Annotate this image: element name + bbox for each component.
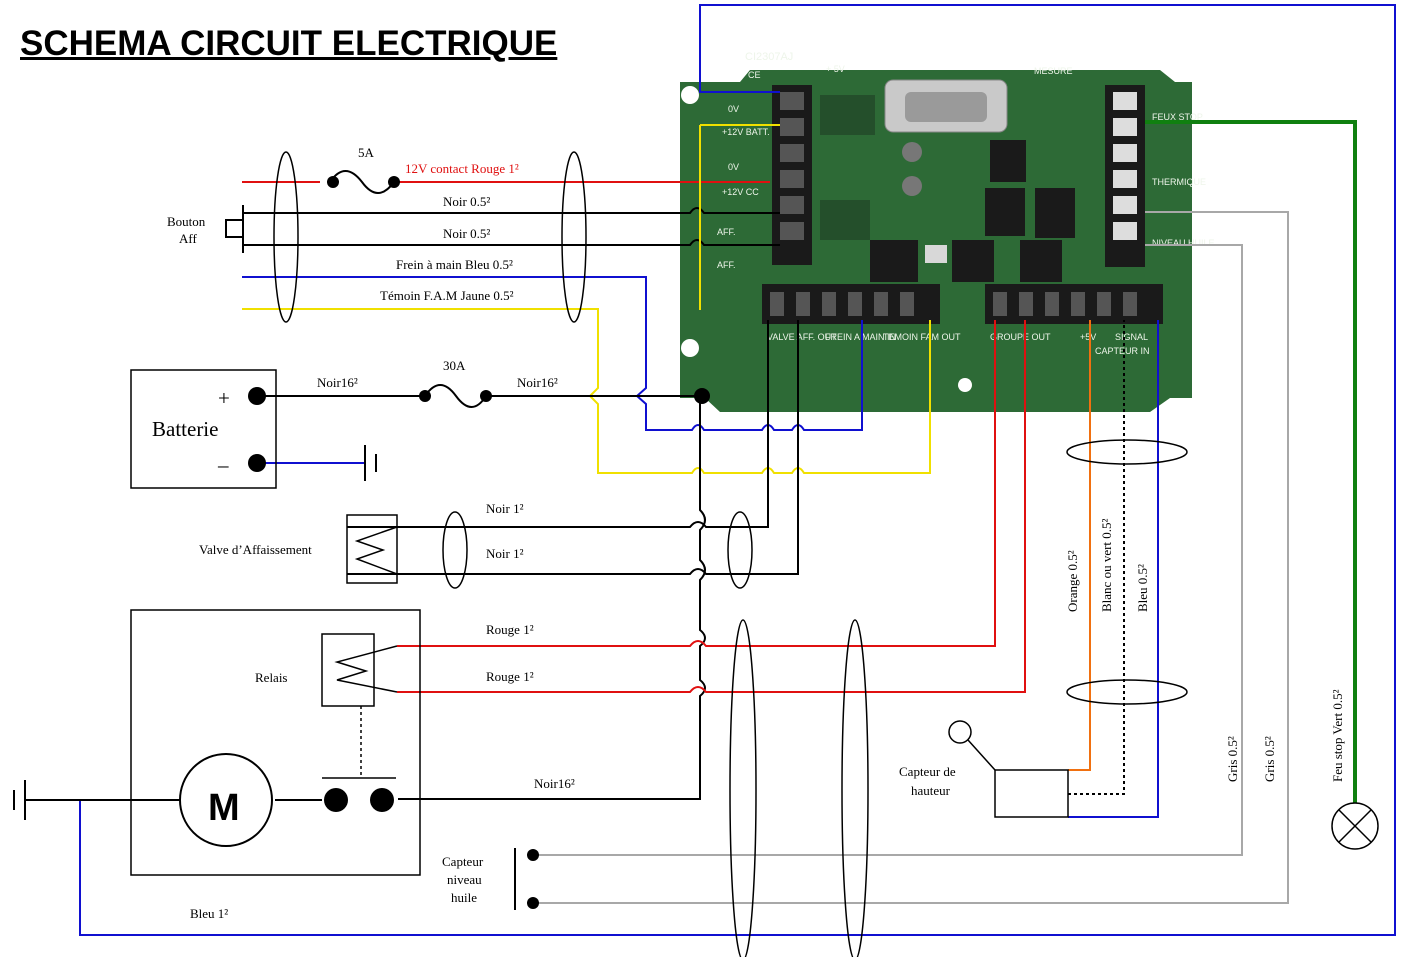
bundle-center-top [561, 151, 587, 323]
bleu1-label: Bleu 1² [190, 906, 228, 921]
fuse-30a [424, 384, 487, 408]
orange-sensor-wire [1068, 320, 1091, 771]
capteur-niveau-label-2: niveau [447, 872, 482, 887]
bundle-valve-right [727, 511, 753, 589]
page-title: SCHEMA CIRCUIT ELECTRIQUE [20, 24, 558, 63]
board-left-label-12v-batt: +12V BATT. [722, 127, 770, 137]
board-right-label-niveau-huile: NIVEAU HUILE [1152, 238, 1215, 248]
board-model-label: CI2307AJ [745, 51, 793, 63]
bouton-label-line2: Aff [179, 231, 197, 246]
fuse-5a-label: 5A [358, 145, 375, 160]
red-relais-wire-b [397, 320, 1026, 693]
capteur-hauteur-label-1: Capteur de [899, 764, 956, 779]
capteur-niveau-label-1: Capteur [442, 854, 484, 869]
bundle-bottom-left [729, 619, 757, 957]
valve-label: Valve d’Affaissement [199, 542, 312, 557]
control-board: CI2307AJ CE + 5V MESURE 0V +12V BATT. 0V… [680, 51, 1236, 412]
green-stop-wire [1145, 120, 1357, 810]
feu-stop-lamp [1331, 802, 1379, 850]
ground-symbol-motor [13, 780, 26, 820]
blue-top-frame-wire [79, 4, 1396, 936]
bouton-aff-switch [225, 205, 244, 253]
blanc-vert-wire-label: Blanc ou vert 0.5² [1099, 518, 1114, 612]
board-right-label-thermique: THERMIQUE [1152, 177, 1206, 187]
black-main-trunk [398, 396, 706, 800]
blue-sensor-wire [1068, 320, 1159, 818]
black-noir05-wire-a [242, 207, 780, 214]
board-bottom-label-frein: FREIN A MAIN IN [825, 332, 896, 342]
board-left-label-12v-cc: +12V CC [722, 187, 759, 197]
noir05-label-b: Noir 0.5² [443, 226, 490, 241]
bundle-bottom-right [841, 619, 869, 957]
board-ce-label: CE [748, 70, 761, 80]
black-noir05-wire-b [242, 239, 780, 246]
noir16-label-a: Noir16² [317, 375, 358, 390]
board-bottom-label-temoin: TEMOIN FAM OUT [883, 332, 961, 342]
board-left-label-aff-a: AFF. [717, 227, 736, 237]
noir16-label-b: Noir16² [517, 375, 558, 390]
board-bottom-label-5v: +5V [1080, 332, 1096, 342]
noir05-label-a: Noir 0.5² [443, 194, 490, 209]
motor-symbol [179, 753, 273, 847]
grey-oil-wire-b [533, 211, 1289, 904]
board-5v-label: + 5V [826, 64, 845, 74]
black-valve-wire-a [347, 320, 769, 528]
temoin-label: Témoin F.A.M Jaune 0.5² [380, 288, 514, 303]
bundle-sensor-bottom [1066, 679, 1188, 705]
junction-dot [694, 388, 710, 404]
relais-label: Relais [255, 670, 288, 685]
fuse-5a [329, 170, 395, 194]
board-bottom-label-valve: VALVE AFF. OUT [767, 332, 837, 342]
red-relais-wire-a [397, 320, 996, 647]
black-valve-wire-b [347, 320, 799, 575]
board-right-label-feux-stop: FEUX STOP [1152, 112, 1203, 122]
board-mesure-label: MESURE [1034, 66, 1073, 76]
bleu05-wire-label: Bleu 0.5² [1135, 564, 1150, 612]
bundle-valve-left [442, 511, 468, 589]
battery-plus-label: + [218, 386, 230, 410]
bundle-left-top [273, 151, 299, 323]
battery-minus-label: – [217, 453, 229, 477]
battery-box [130, 369, 277, 489]
relais-coil [321, 633, 398, 779]
motor-label: M [208, 787, 240, 829]
ground-symbol-battery [364, 445, 377, 481]
rouge1-label-a: Rouge 1² [486, 622, 534, 637]
white-sensor-wire [1068, 320, 1125, 795]
gris-wire-label-b: Gris 0.5² [1262, 736, 1277, 782]
grey-oil-wire-a [533, 244, 1243, 856]
battery-label: Batterie [152, 417, 218, 441]
board-bottom-label-signal: SIGNAL [1115, 332, 1148, 342]
gris-wire-label-a: Gris 0.5² [1225, 736, 1240, 782]
capteur-niveau-label-3: huile [451, 890, 477, 905]
capteur-hauteur-label-2: hauteur [911, 783, 951, 798]
board-left-label-aff-b: AFF. [717, 260, 736, 270]
capteur-hauteur-symbol [948, 720, 1069, 818]
rouge1-label-b: Rouge 1² [486, 669, 534, 684]
contact-wire-label: 12V contact Rouge 1² [405, 161, 519, 176]
bouton-label-line1: Bouton [167, 214, 206, 229]
board-left-label-0v-b: 0V [728, 162, 739, 172]
fuse-30a-label: 30A [443, 358, 466, 373]
noir1-label-a: Noir 1² [486, 501, 524, 516]
relais-housing [130, 609, 421, 876]
board-bottom-label-groupe: GROUPE OUT [990, 332, 1051, 342]
feu-stop-wire-label: Feu stop Vert 0.5² [1330, 689, 1345, 782]
board-bottom-label-capteur: CAPTEUR IN [1095, 346, 1150, 356]
valve-symbol [346, 514, 398, 584]
frein-label: Frein à main Bleu 0.5² [396, 257, 513, 272]
orange-wire-label: Orange 0.5² [1065, 550, 1080, 612]
bundle-sensor-top [1066, 439, 1188, 465]
noir1-label-b: Noir 1² [486, 546, 524, 561]
noir16-label-c: Noir16² [534, 776, 575, 791]
board-left-label-0v-a: 0V [728, 104, 739, 114]
